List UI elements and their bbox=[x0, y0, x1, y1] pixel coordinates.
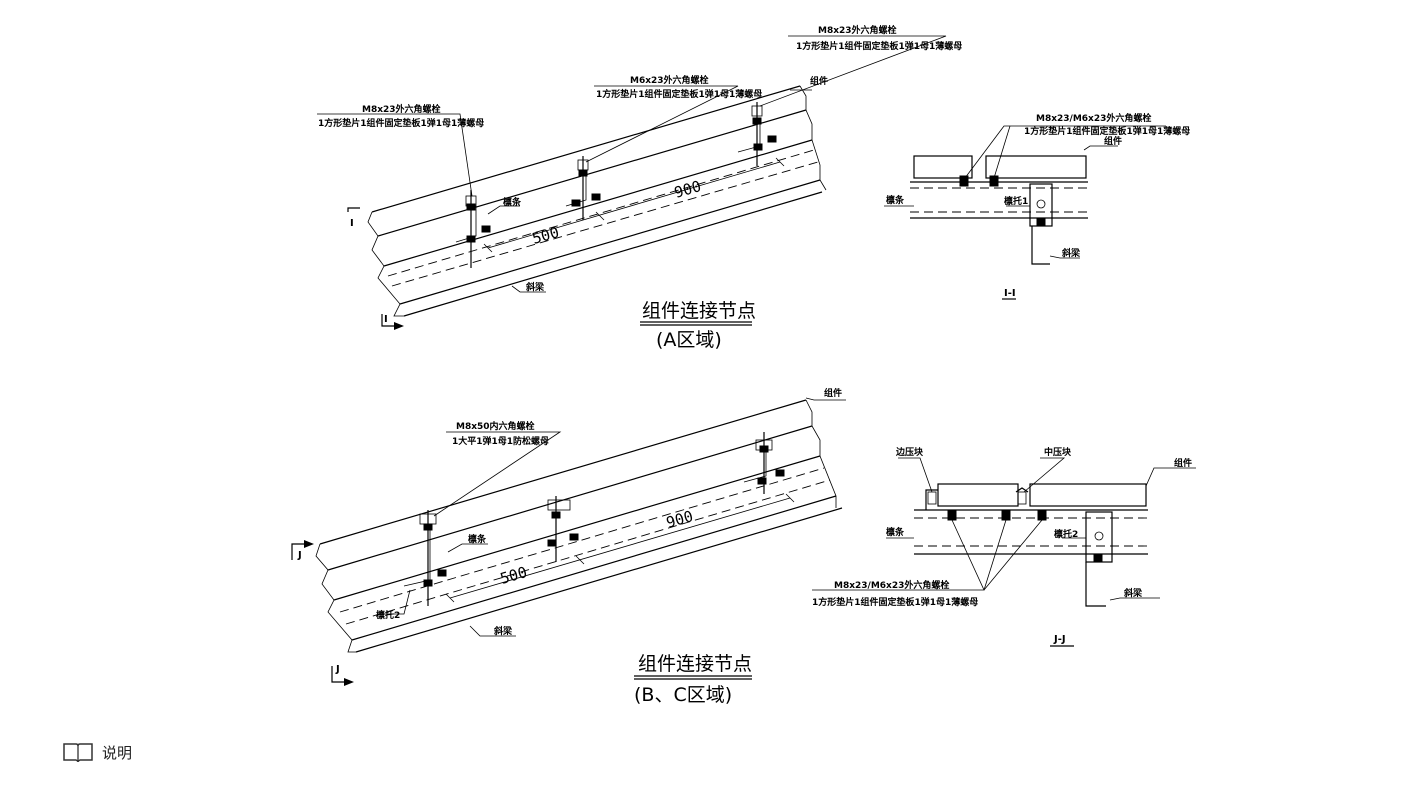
cad-drawing: 500 900 M8x23外六角螺栓 1方形垫片1组件固定垫板1弹1母1薄螺母 … bbox=[291, 24, 1196, 706]
label-left-bolt-a-2: 1方形垫片1组件固定垫板1弹1母1薄螺母 bbox=[318, 117, 484, 129]
detail-bc-assembly: 500 900 M8x50内六角螺栓 1大平1弹1母1防松螺母 组件 檩条 檩托… bbox=[291, 387, 846, 706]
title-bc-line1: 组件连接节点 bbox=[638, 653, 752, 675]
label-purlin-j: 檩条 bbox=[886, 526, 905, 538]
bolt-group-6 bbox=[743, 432, 785, 494]
title-a-line2: (A区域) bbox=[656, 329, 722, 351]
detail-a-assembly: 500 900 M8x23外六角螺栓 1方形垫片1组件固定垫板1弹1母1薄螺母 … bbox=[317, 24, 962, 351]
section-letter-a-bottom: I bbox=[384, 314, 388, 325]
label-bracket-i: 檩托1 bbox=[1004, 195, 1028, 207]
label-purlin-i: 檩条 bbox=[886, 194, 905, 206]
section-marker-bottom-bc bbox=[331, 666, 344, 683]
footer-notes[interactable]: 说明 bbox=[62, 741, 132, 763]
section-j-j: 边压块 中压块 组件 檩条 檩托2 斜梁 M8x23/M6x23外六角螺栓 1方… bbox=[812, 446, 1196, 647]
dim-900-a: 900 bbox=[672, 177, 703, 202]
label-bolt-bc-1: M8x50内六角螺栓 bbox=[456, 420, 535, 432]
dim-500-bc: 500 bbox=[498, 563, 529, 588]
bolt-group-5 bbox=[547, 496, 579, 562]
label-edge-clamp-j: 边压块 bbox=[895, 446, 924, 458]
section-marker-top-bc bbox=[291, 543, 304, 560]
label-mid-bolt-a-2: 1方形垫片1组件固定垫板1弹1母1薄螺母 bbox=[596, 88, 762, 100]
bolt-group-2 bbox=[565, 156, 601, 220]
dim-500-a: 500 bbox=[530, 223, 561, 248]
label-bracket-bc: 檩托2 bbox=[376, 609, 400, 621]
bolt-group-3 bbox=[737, 102, 777, 166]
notes-label: 说明 bbox=[102, 743, 133, 762]
book-icon bbox=[63, 743, 93, 763]
label-beam-j: 斜梁 bbox=[1123, 587, 1143, 599]
label-bolt-i-2: 1方形垫片1组件固定垫板1弹1母1薄螺母 bbox=[1024, 125, 1190, 137]
label-purlin-bc: 檩条 bbox=[468, 533, 487, 545]
label-beam-a: 斜梁 bbox=[525, 281, 545, 293]
label-beam-bc: 斜梁 bbox=[493, 625, 513, 637]
label-purlin-a: 檩条 bbox=[503, 196, 522, 208]
title-a-line1: 组件连接节点 bbox=[642, 300, 756, 322]
label-bolt-j-2: 1方形垫片1组件固定垫板1弹1母1薄螺母 bbox=[812, 596, 978, 608]
section-marker-top-a bbox=[347, 207, 360, 212]
label-beam-i: 斜梁 bbox=[1061, 247, 1081, 259]
label-bolt-i-1: M8x23/M6x23外六角螺栓 bbox=[1036, 112, 1151, 124]
label-bracket-j: 檩托2 bbox=[1054, 528, 1078, 540]
section-i-i: M8x23/M6x23外六角螺栓 1方形垫片1组件固定垫板1弹1母1薄螺母 组件… bbox=[884, 112, 1190, 300]
bolt-group-4 bbox=[403, 510, 447, 606]
bolt-group-1 bbox=[455, 190, 491, 268]
section-title-i: I-I bbox=[1004, 288, 1016, 299]
label-module-bc: 组件 bbox=[824, 387, 842, 399]
section-letter-bc-top: J bbox=[297, 550, 302, 561]
section-marker-bottom-a bbox=[381, 314, 394, 327]
label-mid-bolt-a-1: M6x23外六角螺栓 bbox=[630, 74, 709, 86]
label-module-i: 组件 bbox=[1104, 135, 1122, 147]
label-right-bolt-a-2: 1方形垫片1组件固定垫板1弹1母1薄螺母 bbox=[796, 40, 962, 52]
section-letter-bc-bottom: J bbox=[335, 664, 340, 675]
label-left-bolt-a-1: M8x23外六角螺栓 bbox=[362, 103, 441, 115]
label-mid-clamp-j: 中压块 bbox=[1044, 446, 1072, 458]
label-module-a: 组件 bbox=[810, 75, 828, 87]
label-module-j: 组件 bbox=[1174, 457, 1192, 469]
label-bolt-bc-2: 1大平1弹1母1防松螺母 bbox=[452, 435, 549, 447]
section-title-j: J-J bbox=[1053, 634, 1066, 645]
dim-900-bc: 900 bbox=[664, 507, 695, 532]
title-bc-line2: (B、C区域) bbox=[634, 684, 732, 706]
label-right-bolt-a-1: M8x23外六角螺栓 bbox=[818, 24, 897, 36]
label-bolt-j-1: M8x23/M6x23外六角螺栓 bbox=[834, 579, 949, 591]
section-letter-a-top: I bbox=[350, 218, 354, 229]
